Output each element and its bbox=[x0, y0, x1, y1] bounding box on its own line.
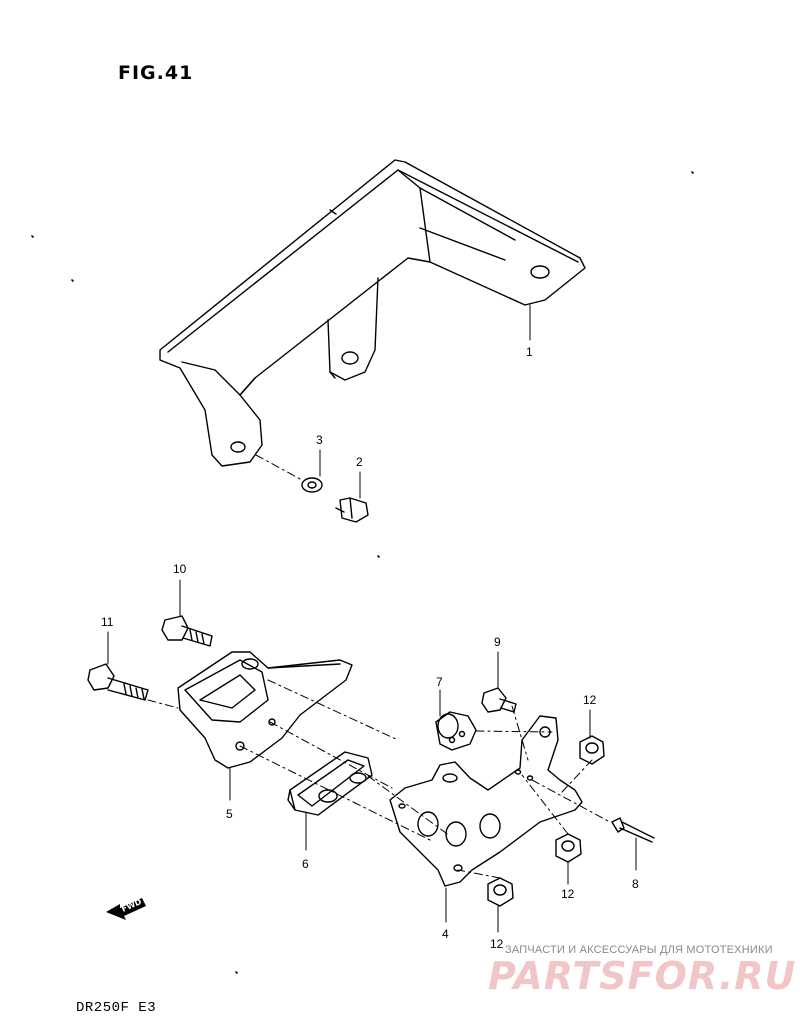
callout-4: 4 bbox=[442, 927, 449, 941]
callout-2: 2 bbox=[356, 455, 363, 469]
callout-5: 5 bbox=[226, 807, 233, 821]
part-9-bolt bbox=[481, 687, 517, 713]
part-11-bolt bbox=[87, 663, 149, 701]
callout-12-middle: 12 bbox=[561, 887, 575, 901]
watermark-tagline: ЗАПЧАСТИ И АКСЕССУАРЫ ДЛЯ МОТОТЕХНИКИ bbox=[505, 944, 773, 956]
fwd-arrow-icon: FWD bbox=[106, 897, 146, 920]
callout-10: 10 bbox=[173, 562, 187, 576]
callout-12-lower: 12 bbox=[490, 937, 504, 951]
part-12-nut-upper bbox=[579, 735, 605, 765]
part-12-nut-lower bbox=[487, 877, 514, 907]
part-6-slider bbox=[287, 751, 373, 816]
part-1-chain-guard bbox=[159, 159, 586, 467]
part-8-pin bbox=[611, 817, 655, 843]
watermark-logo: PARTSFOR.RU bbox=[488, 954, 797, 998]
callout-12-upper: 12 bbox=[583, 693, 597, 707]
part-3-washer bbox=[301, 477, 323, 493]
callout-7: 7 bbox=[436, 675, 443, 689]
part-12-nut-middle bbox=[555, 833, 582, 863]
figure-title: FIG.41 bbox=[118, 62, 194, 84]
callout-6: 6 bbox=[302, 857, 309, 871]
callout-1: 1 bbox=[526, 345, 533, 359]
callout-3: 3 bbox=[316, 433, 323, 447]
callouts: 1 3 2 10 11 5 6 7 9 12 8 12 4 12 bbox=[101, 345, 639, 951]
callout-11: 11 bbox=[101, 615, 114, 629]
part-4-bracket-plate bbox=[389, 715, 583, 887]
callout-9: 9 bbox=[494, 635, 501, 649]
model-code: DR250F E3 bbox=[76, 1000, 157, 1016]
part-2-bolt bbox=[335, 497, 369, 523]
part-5-chain-guide bbox=[177, 651, 353, 769]
callout-8: 8 bbox=[632, 877, 639, 891]
part-7-bushing bbox=[435, 711, 477, 751]
part-10-bolt bbox=[161, 615, 213, 647]
